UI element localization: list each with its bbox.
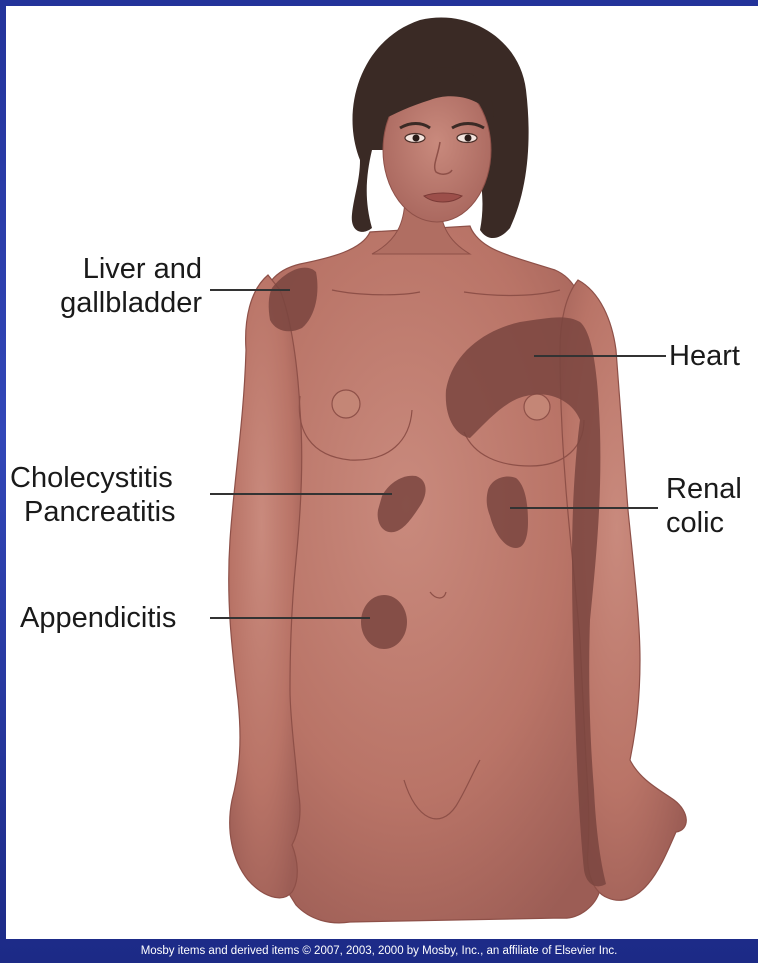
pain-area-appendicitis xyxy=(361,595,407,649)
label-cholecystitis-pancreatitis: Cholecystitis Pancreatitis xyxy=(10,461,176,529)
label-renal-colic: Renal colic xyxy=(666,472,742,540)
label-renal-line-1: Renal xyxy=(666,472,742,506)
label-heart: Heart xyxy=(669,339,740,373)
copyright-credit: Mosby items and derived items © 2007, 20… xyxy=(0,939,758,963)
label-cholecystitis-line-1: Cholecystitis xyxy=(10,461,176,495)
left-pupil xyxy=(413,135,420,142)
head xyxy=(352,17,529,238)
label-liver-line-2: gallbladder xyxy=(36,286,202,320)
right-arm xyxy=(229,275,302,898)
label-liver-line-1: Liver and xyxy=(36,252,202,286)
label-heart-line-1: Heart xyxy=(669,339,740,373)
label-cholecystitis-line-2: Pancreatitis xyxy=(10,495,176,529)
label-appendicitis: Appendicitis xyxy=(20,601,176,635)
right-pupil xyxy=(465,135,472,142)
label-renal-line-2: colic xyxy=(666,506,742,540)
label-appendicitis-line-1: Appendicitis xyxy=(20,601,176,635)
label-liver-gallbladder: Liver and gallbladder xyxy=(36,252,202,320)
